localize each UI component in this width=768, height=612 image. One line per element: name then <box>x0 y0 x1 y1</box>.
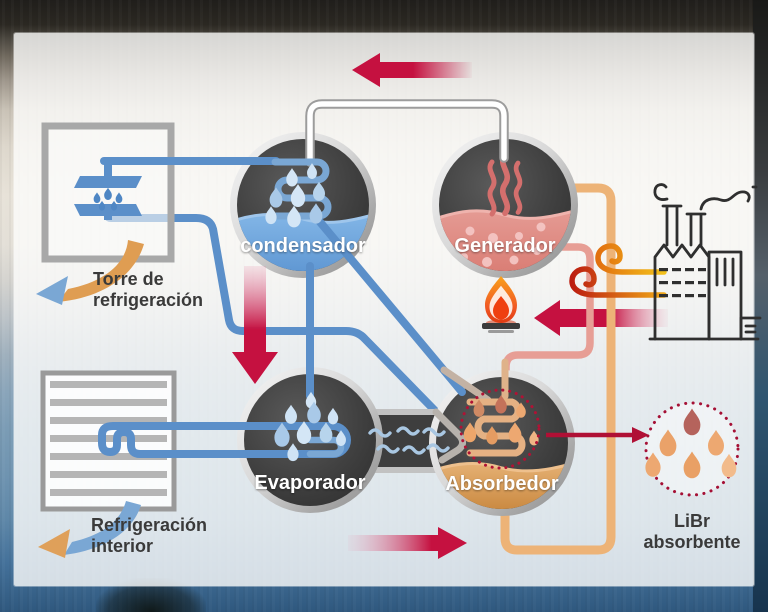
interior-cooling-curved-arrow-icon <box>38 501 141 558</box>
libr-absorbent-label: LiBr absorbente <box>643 511 741 552</box>
generator-label: Generador <box>454 235 556 257</box>
dotted-highlight-circle <box>459 388 541 470</box>
interior-cooling-label: Refrigeración interior <box>91 515 208 556</box>
vapor-pipe-white-core <box>307 101 507 165</box>
cooling-tower-box <box>41 122 175 263</box>
cooling-tower-label: Torre de refrigeración <box>93 269 204 310</box>
louver-slats <box>50 381 167 496</box>
libr-dotted-circle <box>644 401 740 497</box>
left-arrow-icon <box>534 300 668 336</box>
right-arrow-bottom-icon <box>348 527 467 559</box>
absorber-vessel <box>429 370 575 516</box>
pipe-gray-bend <box>432 408 467 464</box>
left-arrow-top-icon <box>352 53 472 87</box>
photo-right-edge <box>753 0 768 612</box>
solution-pipe-orange <box>500 183 616 555</box>
generator-vessel <box>432 132 578 278</box>
libr-arrow-icon <box>546 427 649 443</box>
absorber-label: Absorbedor <box>445 473 559 495</box>
wind-swirl-icons <box>569 243 667 298</box>
bubbles-icon <box>460 222 546 267</box>
factory-icon <box>648 183 762 341</box>
evaporator-label: Evaporador <box>254 472 366 494</box>
flame-icon <box>482 276 520 333</box>
condenser-label: condensador <box>240 235 366 257</box>
cooling-tower-curved-arrow-icon <box>36 240 144 305</box>
solution-pipe-salmon <box>502 243 594 384</box>
refrigerant-pipe-diagonal <box>316 218 466 396</box>
down-arrow-icon <box>232 266 278 384</box>
burner-icon <box>482 323 520 333</box>
steam-icon <box>487 152 523 217</box>
heat-exchanger-icon <box>74 160 142 220</box>
evaporator-coil-icon <box>306 436 345 458</box>
pipe-gray-inlet <box>440 366 492 404</box>
coil-icon <box>271 158 332 220</box>
vapor-waves-icon <box>368 426 450 455</box>
radiator-box <box>40 370 177 512</box>
